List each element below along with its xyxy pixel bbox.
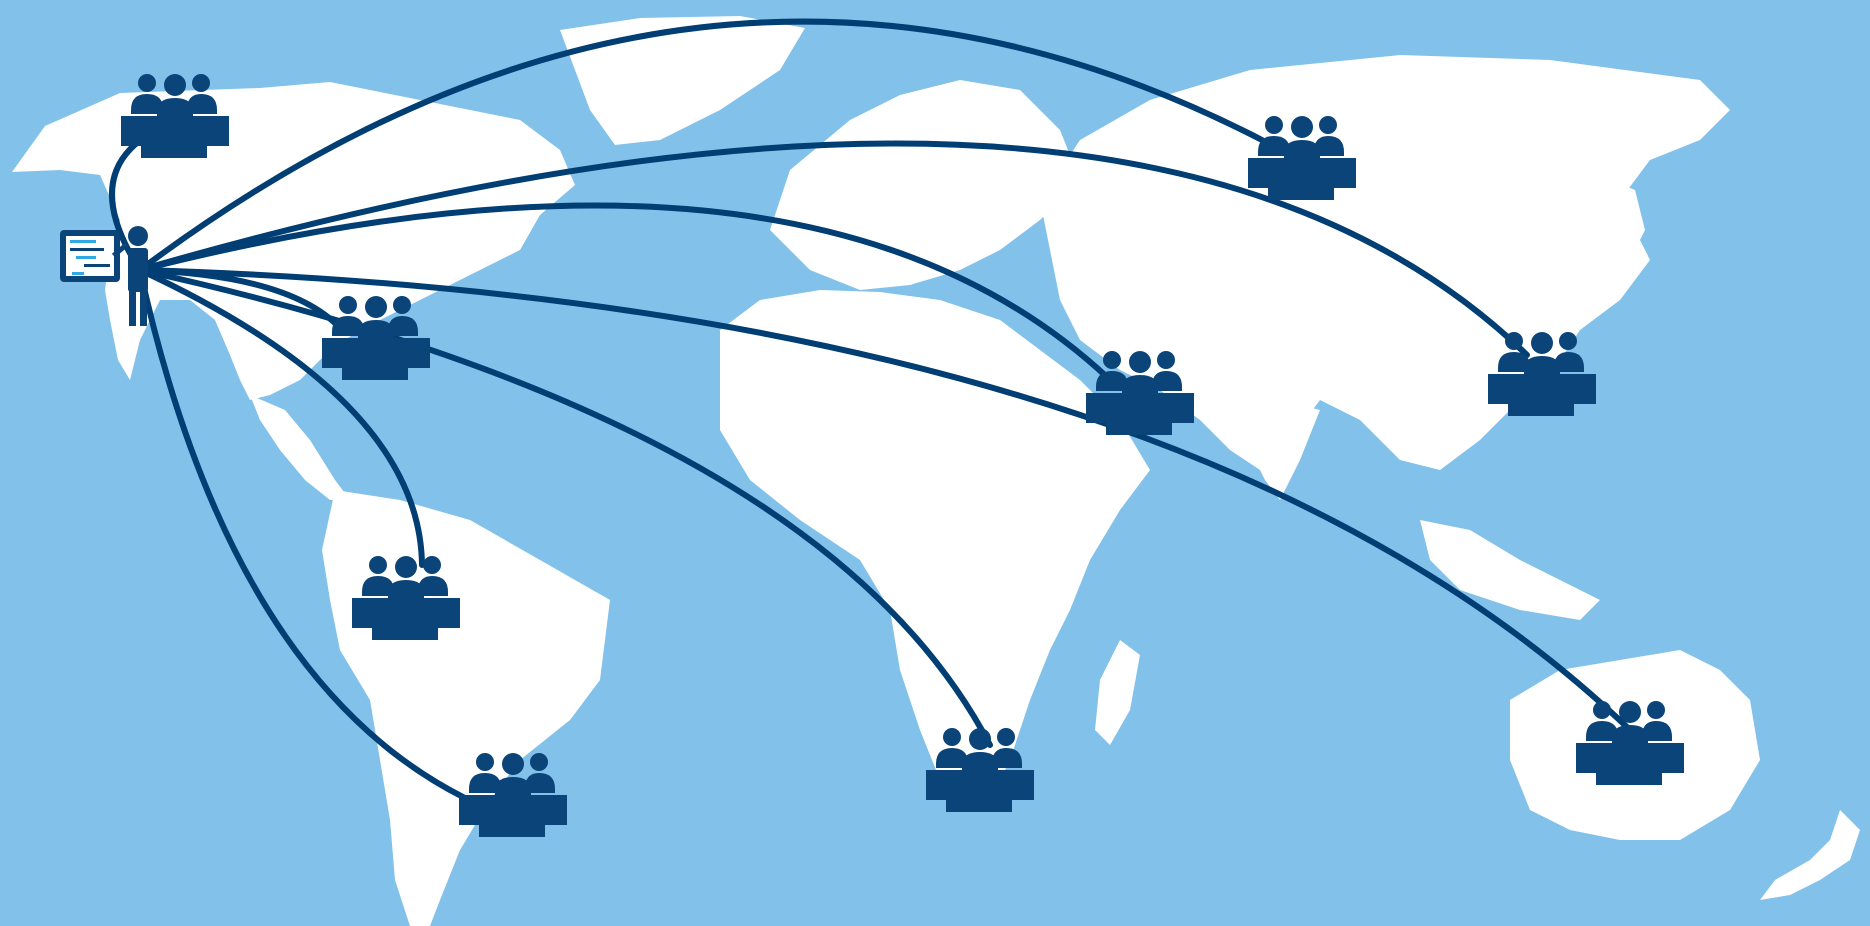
greenland [560, 16, 805, 145]
route-to-middle-east [137, 202, 1111, 381]
chart-bars [70, 240, 110, 275]
route-to-southern-africa [137, 267, 993, 748]
india [1230, 400, 1320, 500]
asia [1040, 55, 1730, 470]
route-to-east-asia [137, 140, 1530, 358]
chart-bar [72, 272, 84, 275]
southeast-asia-islands [1420, 520, 1600, 620]
africa [720, 290, 1150, 810]
route-to-south-america-south [137, 267, 468, 801]
north-america [12, 82, 575, 400]
central-america [250, 395, 350, 500]
madagascar [1095, 640, 1140, 745]
chart-bar [70, 240, 96, 243]
chart-bar [70, 248, 104, 251]
japan [1590, 180, 1645, 300]
presenter-with-chart-icon [60, 226, 148, 326]
connection-routes [109, 18, 1631, 801]
route-to-australia [137, 267, 1631, 731]
route-to-south-america-north [137, 267, 425, 568]
new-zealand [1760, 810, 1860, 900]
chart-bar [84, 264, 110, 267]
chart-bar [76, 256, 96, 259]
route-to-siberia [137, 18, 1265, 273]
